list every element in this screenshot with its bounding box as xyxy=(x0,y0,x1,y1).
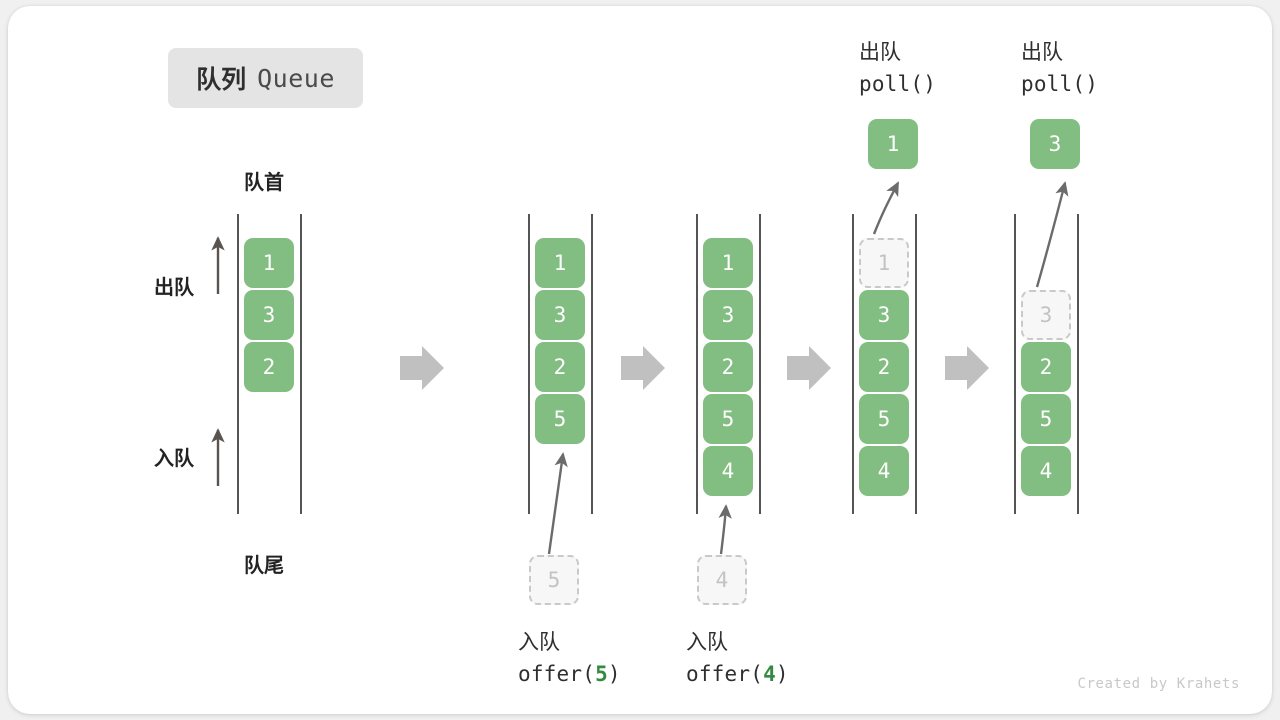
queue-cell: 2 xyxy=(244,342,294,392)
queue-removed-cell: 1 xyxy=(859,238,909,288)
arrow-overlay xyxy=(211,181,1069,555)
queue-cell: 3 xyxy=(703,290,753,340)
queue-cell: 2 xyxy=(535,342,585,392)
code-name: offer( xyxy=(518,662,596,686)
enqueue-motion-arrow-icon xyxy=(547,452,568,555)
queue-cell: 1 xyxy=(244,238,294,288)
queue-rail-right xyxy=(300,214,302,514)
queue-cell: 1 xyxy=(703,238,753,288)
transition-arrow-icon xyxy=(400,346,444,390)
queue-front-label: 队首 xyxy=(244,172,284,194)
queue-cell: 3 xyxy=(859,290,909,340)
queue-cell: 2 xyxy=(1021,342,1071,392)
queue-popped-cell: 3 xyxy=(1030,119,1080,169)
code-close-paren: ) xyxy=(775,662,789,686)
queue-cell: 5 xyxy=(1021,394,1071,444)
queue-rail-right xyxy=(1077,214,1079,514)
queue-cell: 2 xyxy=(859,342,909,392)
queue-rail-left xyxy=(1014,214,1016,514)
enqueue-direction-label: 入队 xyxy=(154,448,194,470)
queue-staged-cell: 4 xyxy=(697,555,747,605)
code-close-paren: ) xyxy=(607,662,621,686)
step-caption-code: offer(5) xyxy=(518,662,621,686)
queue-rail-right xyxy=(591,214,593,514)
dequeue-motion-arrow-icon xyxy=(872,181,900,235)
queue-rail-left xyxy=(237,214,239,514)
title-english: Queue xyxy=(257,63,335,93)
queue-cell-new: 4 xyxy=(703,446,753,496)
code-name: offer( xyxy=(686,662,764,686)
code-argument: 4 xyxy=(763,662,776,686)
step-header-code: poll() xyxy=(859,72,937,96)
queue-cell: 5 xyxy=(859,394,909,444)
queue-cell: 4 xyxy=(1021,446,1071,496)
queue-popped-cell: 1 xyxy=(868,119,918,169)
step-header-chinese: 出队 xyxy=(859,41,901,64)
queue-staged-cell: 5 xyxy=(529,555,579,605)
transition-arrow-icon xyxy=(945,346,989,390)
step-caption-chinese: 入队 xyxy=(518,631,560,654)
title-chinese: 队列 xyxy=(196,66,247,94)
transition-arrow-icon xyxy=(787,346,831,390)
step-caption-chinese: 入队 xyxy=(686,631,728,654)
queue-cell: 3 xyxy=(535,290,585,340)
queue-cell: 4 xyxy=(859,446,909,496)
queue-cell: 2 xyxy=(703,342,753,392)
queue-cell: 3 xyxy=(244,290,294,340)
step-header-code: poll() xyxy=(1021,72,1099,96)
transition-arrow-icon xyxy=(621,346,665,390)
queue-rear-label: 队尾 xyxy=(244,555,284,577)
queue-removed-cell: 3 xyxy=(1021,290,1071,340)
queue-cell: 1 xyxy=(535,238,585,288)
queue-rail-right xyxy=(915,214,917,514)
diagram-card: 队列 Queue 队首 队尾 出队 入队 1 3 2 1 3 2 5 5 入队 … xyxy=(8,6,1272,714)
diagram-stage: 队列 Queue 队首 队尾 出队 入队 1 3 2 1 3 2 5 5 入队 … xyxy=(8,6,1272,714)
diagram-title-badge: 队列 Queue xyxy=(168,48,363,108)
dequeue-direction-label: 出队 xyxy=(154,277,194,299)
queue-rail-left xyxy=(852,214,854,514)
dequeue-motion-arrow-icon xyxy=(1035,181,1069,288)
code-argument: 5 xyxy=(595,662,608,686)
enqueue-motion-arrow-icon xyxy=(718,504,732,555)
step-caption-code: offer(4) xyxy=(686,662,789,686)
queue-rail-left xyxy=(696,214,698,514)
queue-cell: 5 xyxy=(703,394,753,444)
queue-rail-left xyxy=(528,214,530,514)
step-header-chinese: 出队 xyxy=(1021,41,1063,64)
queue-cell-new: 5 xyxy=(535,394,585,444)
queue-rail-right xyxy=(759,214,761,514)
credit-text: Created by Krahets xyxy=(1077,676,1240,692)
